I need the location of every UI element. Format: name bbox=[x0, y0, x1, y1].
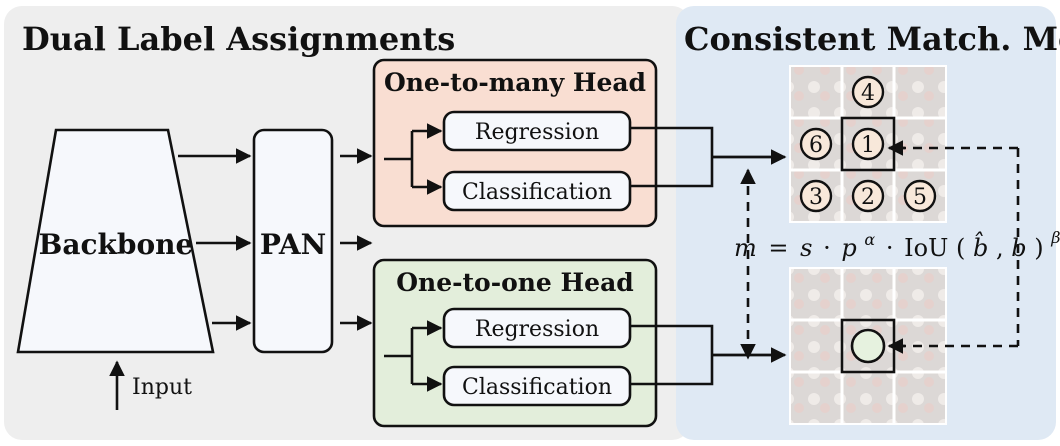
left-panel-title: Dual Label Assignments bbox=[22, 20, 455, 58]
right-panel-title: Consistent Match. Metric bbox=[684, 20, 1060, 58]
one-to-one-classification-label: Classification bbox=[462, 375, 612, 400]
pan-label: PAN bbox=[260, 228, 326, 261]
svg-text:5: 5 bbox=[913, 185, 927, 210]
pan-block bbox=[252, 128, 334, 354]
svg-text:3: 3 bbox=[809, 185, 823, 210]
svg-text:4: 4 bbox=[861, 81, 875, 106]
input-label: Input bbox=[132, 375, 192, 400]
one-to-many-branch bbox=[384, 131, 414, 187]
svg-text:6: 6 bbox=[809, 133, 823, 158]
one-to-one-marker bbox=[850, 328, 886, 364]
grid-marker-1: 1 bbox=[851, 127, 885, 161]
matching-dashed-connector bbox=[892, 146, 1020, 348]
one-to-one-branch bbox=[384, 328, 414, 384]
one-to-one-regression-box bbox=[442, 307, 632, 349]
one-to-many-regression-box bbox=[442, 110, 632, 152]
grid-marker-4: 4 bbox=[851, 75, 885, 109]
one-to-one-head-title: One-to-one Head bbox=[396, 268, 634, 297]
one-to-one-classification-box bbox=[442, 365, 632, 407]
one-to-many-regression-label: Regression bbox=[475, 120, 599, 145]
grid-marker-5: 5 bbox=[903, 179, 937, 213]
one-to-one-regression-label: Regression bbox=[475, 317, 599, 342]
backbone-block bbox=[16, 128, 215, 354]
grid-marker-3: 3 bbox=[799, 179, 833, 213]
backbone-label: Backbone bbox=[39, 228, 194, 261]
svg-text:1: 1 bbox=[861, 133, 875, 158]
one-to-many-classification-label: Classification bbox=[462, 180, 612, 205]
svg-text:2: 2 bbox=[861, 185, 875, 210]
grid-marker-6: 6 bbox=[799, 127, 833, 161]
one-to-many-classification-box bbox=[442, 170, 632, 212]
grid-marker-2: 2 bbox=[851, 179, 885, 213]
one-to-many-head-title: One-to-many Head bbox=[384, 68, 646, 97]
consistent-match-formula: m = s · p α · IoU ( b̂ , b ) β bbox=[734, 223, 1060, 262]
